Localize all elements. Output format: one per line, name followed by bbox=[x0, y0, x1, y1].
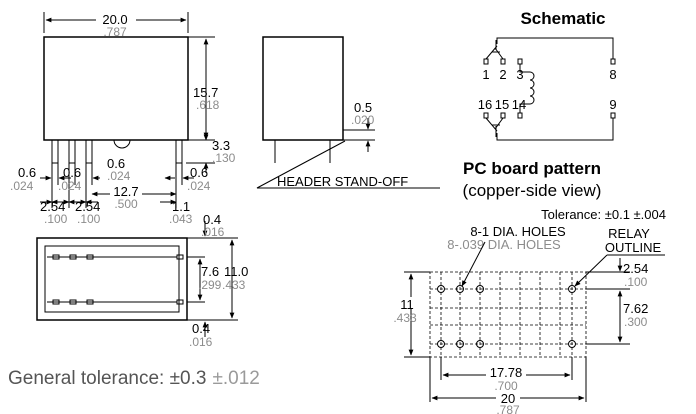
pin-label: 3 bbox=[516, 67, 523, 82]
pin-label: 2 bbox=[499, 67, 506, 82]
pin-width-3-mm: 0.6 bbox=[107, 156, 125, 171]
pin bbox=[85, 139, 93, 164]
pin bbox=[175, 139, 183, 164]
standoff-in: .130 bbox=[212, 151, 236, 165]
relay-body-side bbox=[262, 36, 344, 141]
relay-body-bottom bbox=[36, 237, 188, 321]
outer-in: .433 bbox=[222, 278, 246, 292]
relay-label-1: RELAY bbox=[608, 226, 650, 241]
pin-pad bbox=[69, 254, 77, 260]
bottom-pin-in: .016 bbox=[189, 335, 213, 349]
pitch-2-mm: 2.54 bbox=[75, 199, 100, 214]
pin-width-2-in: .024 bbox=[58, 179, 82, 193]
pin-pitch-in: .043 bbox=[169, 212, 193, 226]
standoff-mm: 3.3 bbox=[212, 138, 230, 153]
pitch-1-in: .100 bbox=[44, 212, 68, 226]
pin-width-4-in: .024 bbox=[187, 179, 211, 193]
pin-width-1-in: .024 bbox=[10, 179, 34, 193]
pin-pitch-mm: 1.1 bbox=[172, 199, 190, 214]
pin-label: 14 bbox=[512, 97, 526, 112]
bottom-view: 0.4 .016 7.6 .299 11.0 .433 0.4 .016 bbox=[36, 212, 248, 349]
pin-pad bbox=[86, 254, 94, 260]
pitch-2-in: .100 bbox=[77, 212, 101, 226]
front-view: 20.0 .787 15.7 .618 3.3 .130 0.6 .024 0.… bbox=[10, 12, 236, 226]
pcb-hole bbox=[456, 340, 464, 348]
holes-mm: 8-1 DIA. HOLES bbox=[470, 224, 566, 239]
span-in: .500 bbox=[114, 197, 138, 211]
pcb-pattern: PC board pattern (copper-side view) Tole… bbox=[393, 159, 666, 414]
bottom-pin-top-in: .016 bbox=[201, 225, 225, 239]
pin-pad bbox=[176, 254, 184, 260]
inner-mm: 7.6 bbox=[201, 264, 219, 279]
pin bbox=[68, 139, 76, 164]
schematic: Schematic 1 2 3 8 16 15 14 9 bbox=[478, 9, 617, 141]
pcb-grid bbox=[430, 272, 586, 357]
pcb-c2-mm: 7.62 bbox=[623, 301, 648, 316]
pin-label: 9 bbox=[609, 97, 616, 112]
header-leader bbox=[256, 140, 440, 189]
pcb-hole bbox=[568, 340, 576, 348]
pcb-hole bbox=[437, 340, 445, 348]
pin-pad bbox=[52, 254, 60, 260]
relay-outline bbox=[429, 271, 587, 358]
pcb-hole bbox=[437, 285, 445, 293]
pcb-hole bbox=[456, 285, 464, 293]
pcb-c1-in: .100 bbox=[624, 275, 648, 289]
side-standoff-mm: 0.5 bbox=[354, 100, 372, 115]
pin-pad bbox=[86, 299, 94, 305]
side-standoff-in: .020 bbox=[351, 113, 375, 127]
width-in: .787 bbox=[103, 25, 127, 39]
pin-pad bbox=[176, 299, 184, 305]
height-in: .618 bbox=[196, 98, 220, 112]
relay-body-front bbox=[43, 36, 189, 141]
width-mm: 20.0 bbox=[102, 12, 127, 27]
pcb-hole bbox=[476, 340, 484, 348]
pin-label: 15 bbox=[495, 97, 509, 112]
pcb-c2-in: .300 bbox=[624, 315, 648, 329]
bottom-pin-mm: 0.4 bbox=[192, 321, 210, 336]
general-tolerance: General tolerance: ±0.3±.012 bbox=[8, 368, 260, 389]
pcb-hole bbox=[568, 285, 576, 293]
height-mm: 15.7 bbox=[193, 85, 218, 100]
pcb-tolerance: Tolerance: ±0.1 ±.004 bbox=[541, 207, 666, 222]
pcb-height-mm: 11 bbox=[400, 297, 414, 312]
holes-in: 8-.039 DIA. HOLES bbox=[447, 237, 561, 252]
pin-label: 1 bbox=[482, 67, 489, 82]
pin-label: 8 bbox=[609, 67, 616, 82]
outer-mm: 11.0 bbox=[224, 264, 248, 279]
pin-width-4-mm: 0.6 bbox=[190, 165, 208, 180]
pcb-height-in: .433 bbox=[393, 311, 417, 325]
pcb-c1-mm: 2.54 bbox=[623, 261, 648, 276]
pcb-w1-mm: 17.78 bbox=[490, 365, 523, 380]
pcb-title: PC board pattern bbox=[463, 159, 601, 178]
pin-pad bbox=[69, 299, 77, 305]
side-view: 0.5 .020 HEADER STAND-OFF bbox=[256, 36, 440, 189]
span-mm: 12.7 bbox=[113, 184, 138, 199]
relay-label-2: OUTLINE bbox=[605, 240, 662, 255]
relay-body-inner bbox=[44, 245, 180, 313]
pin-width-3-in: .024 bbox=[107, 169, 131, 183]
header-standoff-label: HEADER STAND-OFF bbox=[277, 174, 408, 189]
schematic-title: Schematic bbox=[520, 9, 605, 28]
coil bbox=[529, 71, 535, 105]
body-notch bbox=[113, 139, 131, 149]
pcb-w2-in: .787 bbox=[496, 403, 520, 414]
pin-pad bbox=[52, 299, 60, 305]
pin-width-1-mm: 0.6 bbox=[18, 165, 36, 180]
pin-width-2-mm: 0.6 bbox=[63, 165, 81, 180]
pin bbox=[51, 139, 59, 164]
pitch-1-mm: 2.54 bbox=[40, 199, 65, 214]
bottom-pin-top-mm: 0.4 bbox=[203, 212, 221, 227]
pcb-w1-in: .700 bbox=[494, 379, 518, 393]
pin-label: 16 bbox=[478, 97, 492, 112]
pcb-hole bbox=[476, 285, 484, 293]
pcb-w2-mm: 20 bbox=[501, 391, 515, 406]
inner-in: .299 bbox=[198, 278, 222, 292]
pcb-subtitle: (copper-side view) bbox=[463, 181, 602, 200]
